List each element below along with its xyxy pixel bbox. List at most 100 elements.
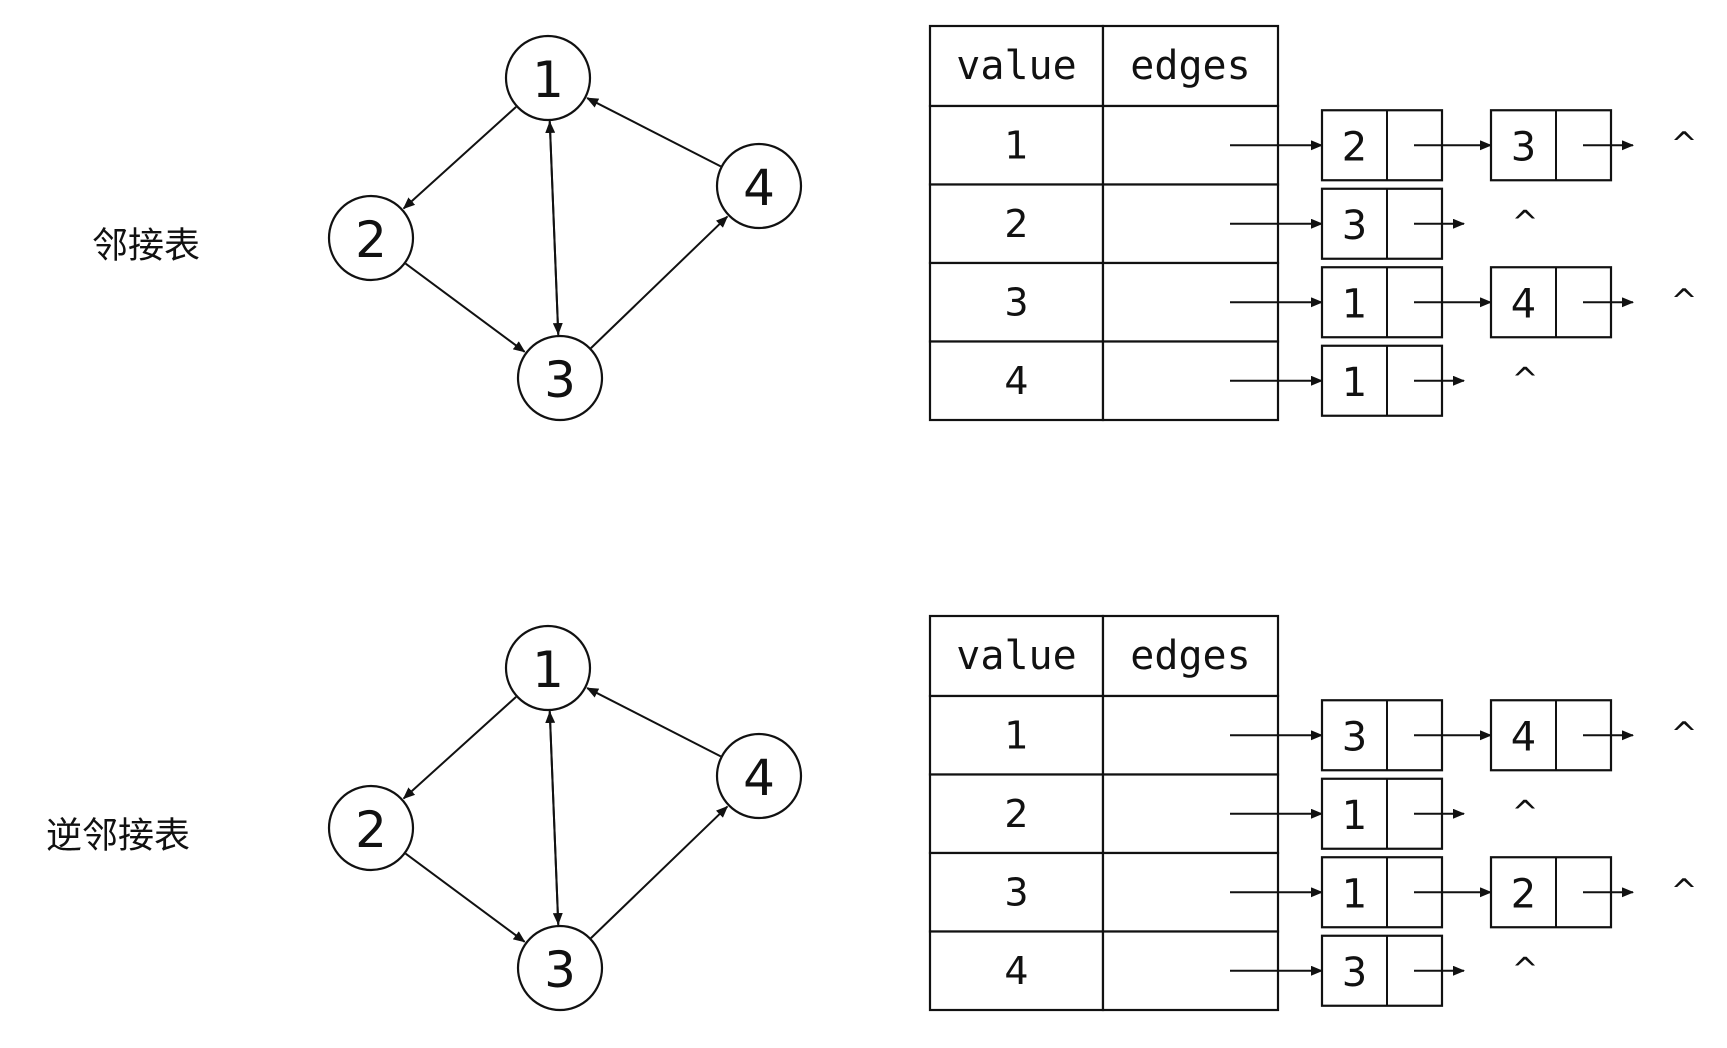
- row-value: 2: [1004, 792, 1028, 836]
- graph-nodes: 1 2 3 4: [327, 34, 803, 422]
- list-node: 1: [1320, 856, 1492, 929]
- node-label: 3: [544, 351, 576, 409]
- node-label: 2: [355, 801, 387, 859]
- edge-2-to-3: [404, 852, 526, 943]
- graph-node-2: 2: [327, 194, 415, 282]
- value-cell: [928, 340, 1105, 422]
- edge-3-to-1: [545, 710, 560, 926]
- list-node-value: 1: [1342, 871, 1367, 917]
- node-label: 1: [532, 641, 564, 699]
- list-terminator: ^: [1512, 950, 1539, 988]
- edge-3-to-4: [590, 215, 729, 349]
- list-node-value: 4: [1511, 281, 1536, 327]
- edge-3-to-1: [545, 120, 560, 336]
- graph-edges: [402, 97, 729, 353]
- graph-node-4: 4: [715, 732, 803, 820]
- header-value: value: [956, 633, 1076, 679]
- graph-node-1: 1: [504, 624, 592, 712]
- value-cell: [928, 851, 1105, 933]
- table-row: 3 1 2 ^: [928, 851, 1698, 933]
- list-terminator: ^: [1512, 360, 1539, 398]
- section-label: 逆邻接表: [46, 816, 190, 857]
- list-terminator: ^: [1512, 793, 1539, 831]
- list-node-value: 1: [1342, 360, 1367, 406]
- list-terminator: ^: [1512, 203, 1539, 241]
- graph-node-3: 3: [516, 924, 604, 1012]
- list-node-value: 4: [1511, 714, 1536, 760]
- node-label: 2: [355, 211, 387, 269]
- list-node-value: 2: [1342, 124, 1367, 170]
- header-cell-value: [928, 614, 1105, 698]
- list-node: 3^: [1320, 934, 1539, 1007]
- edge-3-to-4: [590, 805, 729, 939]
- graph-edges: [402, 687, 729, 943]
- section-label: 邻接表: [92, 226, 200, 267]
- list-node: 2: [1320, 109, 1492, 182]
- row-value: 3: [1004, 870, 1028, 914]
- graph-node-3: 3: [516, 334, 604, 422]
- list-node: 1^: [1320, 777, 1539, 850]
- list-node-value: 3: [1342, 950, 1367, 996]
- node-label: 4: [743, 159, 775, 217]
- list-node: 1: [1320, 266, 1492, 339]
- node-label: 4: [743, 749, 775, 807]
- node-circle: [516, 334, 604, 422]
- list-node-value: 1: [1342, 793, 1367, 839]
- list-node: 1^: [1320, 344, 1539, 417]
- list-node: 3^: [1489, 109, 1698, 182]
- header-value: value: [956, 43, 1076, 89]
- graph-node-2: 2: [327, 784, 415, 872]
- edge-2-to-3: [404, 262, 526, 353]
- list-node: 3^: [1320, 187, 1539, 260]
- list-node: 4^: [1489, 699, 1697, 772]
- row-value: 4: [1004, 949, 1028, 993]
- row-value: 3: [1004, 280, 1028, 324]
- node-circle: [327, 194, 415, 282]
- node-circle: [327, 784, 415, 872]
- edge-1-to-2: [402, 106, 517, 210]
- header-edges: edges: [1130, 633, 1250, 679]
- row-value: 4: [1004, 359, 1028, 403]
- graph-node-4: 4: [715, 142, 803, 230]
- node-circle: [504, 624, 592, 712]
- graph-node-1: 1: [504, 34, 592, 122]
- list-node-value: 1: [1342, 281, 1367, 327]
- header-edges: edges: [1130, 43, 1250, 89]
- node-label: 1: [532, 51, 564, 109]
- list-node-value: 3: [1511, 124, 1536, 170]
- list-terminator: ^: [1671, 281, 1698, 319]
- row-value: 1: [1004, 713, 1028, 757]
- node-circle: [715, 142, 803, 230]
- header-cell-edges: [1101, 614, 1280, 698]
- node-circle: [504, 34, 592, 122]
- value-cell: [928, 104, 1105, 186]
- table-row: 1 3 4^: [928, 694, 1697, 776]
- list-node-value: 3: [1342, 714, 1367, 760]
- row-value: 1: [1004, 123, 1028, 167]
- list-node: 3: [1320, 699, 1492, 772]
- list-node: 4^: [1489, 266, 1698, 339]
- list-node-value: 3: [1342, 203, 1367, 249]
- value-cell: [928, 773, 1105, 855]
- edge-4-to-1: [586, 97, 722, 168]
- list-node-value: 2: [1511, 871, 1536, 917]
- row-value: 2: [1004, 202, 1028, 246]
- node-circle: [516, 924, 604, 1012]
- graph-nodes: 1 2 3 4: [327, 624, 803, 1012]
- list-terminator: ^: [1671, 871, 1698, 909]
- node-label: 3: [544, 941, 576, 999]
- edge-1-to-2: [402, 696, 517, 800]
- list-terminator: ^: [1671, 124, 1698, 162]
